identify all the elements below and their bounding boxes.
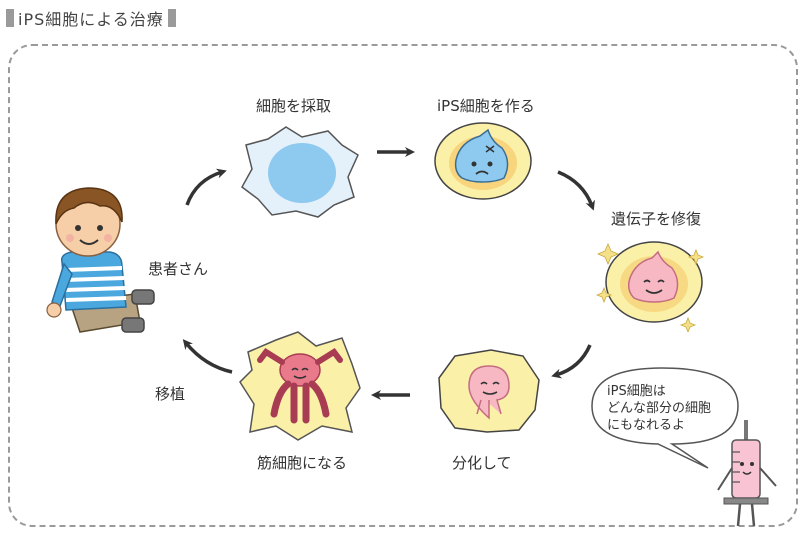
differentiating-cell-illustration xyxy=(438,349,540,433)
label-differentiate: 分化して xyxy=(452,454,512,472)
title-bar-right xyxy=(167,9,176,27)
label-patient: 患者さん xyxy=(148,260,209,278)
muscle-cell-illustration xyxy=(239,331,361,441)
syringe-character-illustration xyxy=(717,420,777,527)
arrow-patient-to-collect xyxy=(185,168,227,206)
speech-line-3: にもなれるよ xyxy=(607,418,686,433)
label-collect-cells: 細胞を採取 xyxy=(256,97,332,115)
speech-line-1: iPS細胞は xyxy=(607,384,666,399)
patient-child-illustration xyxy=(46,187,155,333)
arrow-repair-to-differentiate xyxy=(551,344,592,379)
speech-bubble-text: iPS細胞は どんな部分の細胞 にもなれるよ xyxy=(607,383,711,434)
speech-bubble xyxy=(591,367,739,469)
title-bar-left xyxy=(6,9,14,27)
collected-cell-illustration xyxy=(241,126,359,218)
ips-cell-illustration xyxy=(434,122,532,200)
page-title: iPS細胞による治療 xyxy=(6,6,176,30)
label-make-ips: iPS細胞を作る xyxy=(437,97,535,115)
arrow-muscle-to-transplant xyxy=(182,339,233,374)
speech-line-2: どんな部分の細胞 xyxy=(607,401,712,416)
repaired-cell-illustration xyxy=(596,241,705,332)
arrow-make-to-repair xyxy=(557,170,595,211)
label-transplant: 移植 xyxy=(155,385,186,403)
label-repair-gene: 遺伝子を修復 xyxy=(611,210,702,228)
label-muscle-cell: 筋細胞になる xyxy=(257,454,348,472)
title-text: iPS細胞による治療 xyxy=(18,10,164,29)
diagram-frame xyxy=(8,44,798,527)
